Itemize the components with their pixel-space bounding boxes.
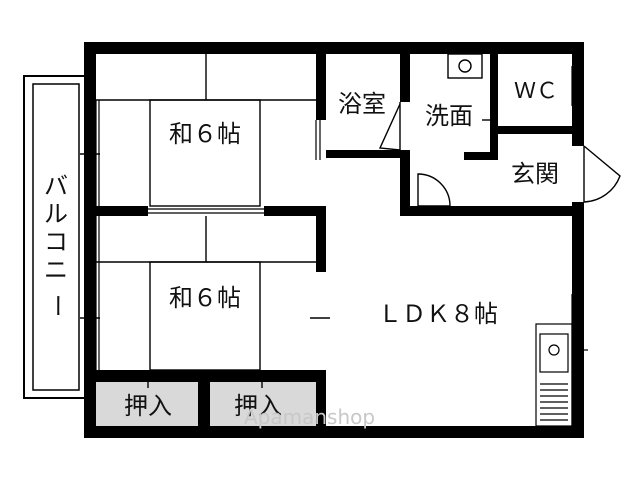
window-frames: [95, 66, 577, 426]
bath-door: [378, 102, 401, 151]
room-label-washroom: 洗面: [425, 102, 473, 130]
room-label-bath: 浴室: [338, 90, 386, 118]
outer-walls: [84, 42, 584, 438]
room-label-washitsu-top: 和６帖: [169, 120, 241, 148]
washroom-door: [417, 173, 451, 207]
room-label-closet-right: 押入: [234, 392, 282, 420]
doors: [378, 102, 621, 207]
room-label-ldk: ＬＤＫ８帖: [378, 300, 498, 328]
room-label-entrance: 玄関: [511, 160, 559, 188]
watermark-text: Apamanshop: [244, 405, 375, 429]
balcony-label: バ ル コ ニ ー: [42, 172, 70, 318]
balcony-char: コ: [44, 228, 68, 256]
balcony-char: ー: [42, 294, 70, 318]
kitchen-sink: [535, 323, 588, 427]
balcony-char: ル: [44, 200, 68, 228]
interior-walls: [96, 54, 572, 426]
room-label-closet-left: 押入: [124, 392, 172, 420]
room-label-washitsu-bottom: 和６帖: [169, 284, 241, 312]
balcony-char: ニ: [44, 256, 68, 284]
room-label-wc: ＷＣ: [514, 79, 558, 104]
entrance-door: [583, 145, 621, 203]
washing-machine-pan: [447, 53, 498, 121]
closets: [96, 382, 318, 426]
balcony-char: バ: [44, 172, 68, 200]
tatami-lines: [80, 54, 330, 388]
balcony: [23, 75, 87, 399]
